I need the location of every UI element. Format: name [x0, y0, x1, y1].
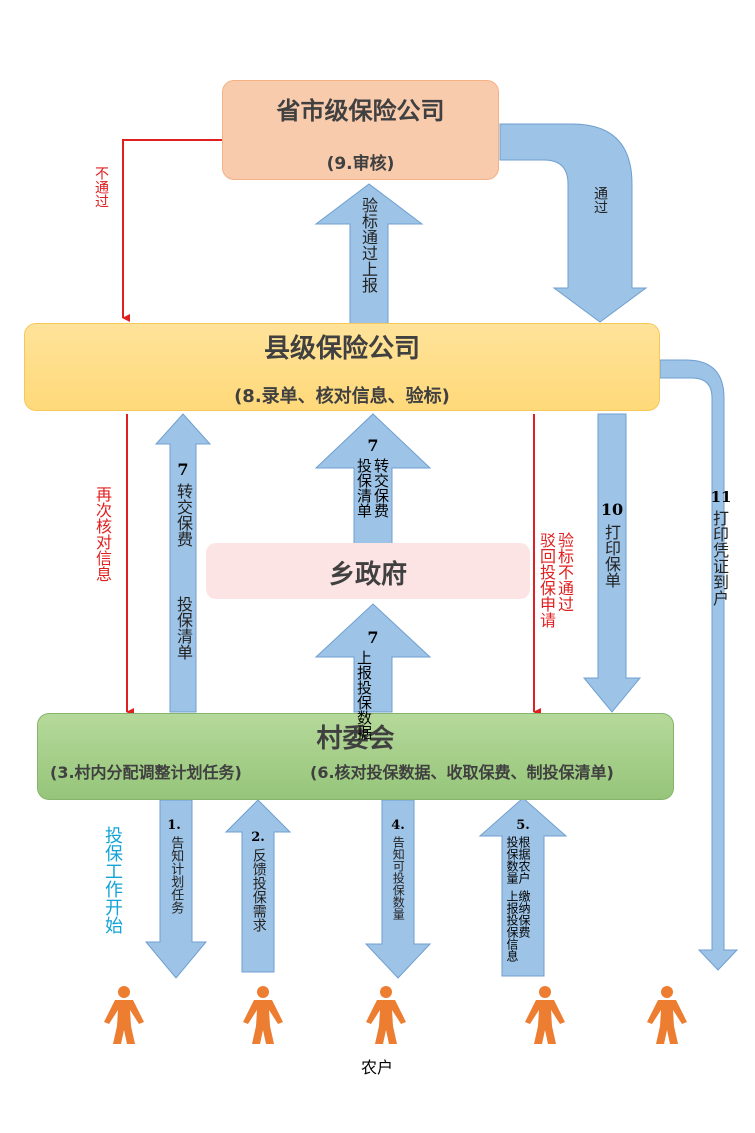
label-verify-passed-up: 验标通过上报 [359, 197, 378, 293]
township-title: 乡政府 [328, 560, 407, 590]
label-reject-group: 验标不通过 驳回投保申请 [537, 532, 574, 628]
county-insurance-company-box: 县级保险公司 (8.录单、核对信息、验标) [24, 323, 660, 411]
village-committee-box: 村委会 (3.村内分配调整计划任务) (6.核对投保数据、收取保费、制投保清单) [37, 713, 674, 800]
farmer-figure-5 [647, 986, 687, 1044]
step2-text: 反馈投保需求 [250, 848, 267, 932]
label-verify-not-passed: 验标不通过 [555, 532, 574, 612]
step4-text: 告知可投保数量 [391, 836, 406, 920]
arrow-step1 [144, 799, 208, 979]
township-government-box: 乡政府 [206, 543, 530, 599]
step5-text-a: 根据农户 [517, 836, 531, 884]
step10-text: 打印保单 [602, 524, 621, 588]
label-reject-application: 驳回投保申请 [537, 532, 556, 628]
step7-low-text-group: 上报投保数据 [355, 650, 373, 740]
province-insurance-company-box: 省市级保险公司 (9.审核) [222, 80, 499, 180]
step7-mid-number: 7 [367, 436, 379, 455]
step7-mid-text-group: 转交保费 投保清单 [355, 458, 390, 518]
farmer-figure-4 [525, 986, 565, 1044]
step4-number: 4. [391, 818, 405, 833]
province-subtitle: (9.审核) [326, 154, 395, 174]
province-title: 省市级保险公司 [276, 97, 445, 125]
arrow-step10 [582, 413, 642, 713]
step5-text-b: 投保数量 [505, 836, 519, 884]
county-title: 县级保险公司 [263, 334, 420, 364]
farmer-figure-2 [243, 986, 283, 1044]
village-subtitle-left: (3.村内分配调整计划任务) [50, 763, 242, 782]
farmer-figure-3 [366, 986, 406, 1044]
farmers-label: 农户 [361, 1058, 394, 1077]
step5-text-group-bottom: 缴纳保费 上报投保信息 [505, 890, 531, 968]
step7-low-number: 7 [367, 628, 379, 647]
step5-text-group-top: 根据农户 投保数量 [505, 836, 531, 884]
arrow-step7-mid [314, 413, 432, 545]
step7-left-number: 7 [177, 460, 189, 479]
step10-number: 10 [600, 500, 624, 519]
arrow-step4 [364, 799, 432, 979]
village-subtitle-right: (6.核对投保数据、收取保费、制投保清单) [310, 763, 614, 782]
step5-text-c: 缴纳保费 [517, 890, 531, 938]
arrow-step11 [659, 359, 739, 971]
step5-number: 5. [516, 818, 530, 833]
step11-text: 打印凭证到户 [710, 510, 729, 606]
label-recheck-info: 再次核对信息 [93, 486, 112, 582]
arrow-step5 [478, 797, 568, 977]
step7-low-text-a: 上报投保数据 [355, 650, 373, 740]
step7-left-text-a: 转交保费 [174, 483, 193, 547]
label-insurance-start: 投保工作开始 [102, 826, 123, 934]
arrow-verify-passed-up [314, 183, 424, 329]
step7-left-text-b: 投保清单 [174, 596, 193, 660]
label-not-passed: 不通过 [93, 166, 109, 208]
farmer-figure-1 [104, 986, 144, 1044]
step2-number: 2. [251, 830, 265, 845]
step7-mid-text-b: 投保清单 [355, 458, 373, 518]
arrow-step2 [224, 799, 292, 973]
step11-number: 11 [710, 488, 732, 506]
step5-text-d: 上报投保信息 [505, 890, 519, 962]
arrow-passed [499, 123, 648, 323]
step1-text: 告知计划任务 [168, 836, 184, 914]
step7-mid-text-a: 转交保费 [372, 458, 390, 518]
village-title: 村委会 [316, 724, 395, 754]
arrow-step7-left [154, 413, 212, 713]
label-passed: 通过 [592, 186, 608, 214]
step1-number: 1. [167, 818, 181, 833]
red-line-not-passed [122, 139, 222, 322]
county-subtitle: (8.录单、核对信息、验标) [234, 386, 450, 407]
arrow-step7-low [314, 603, 432, 713]
